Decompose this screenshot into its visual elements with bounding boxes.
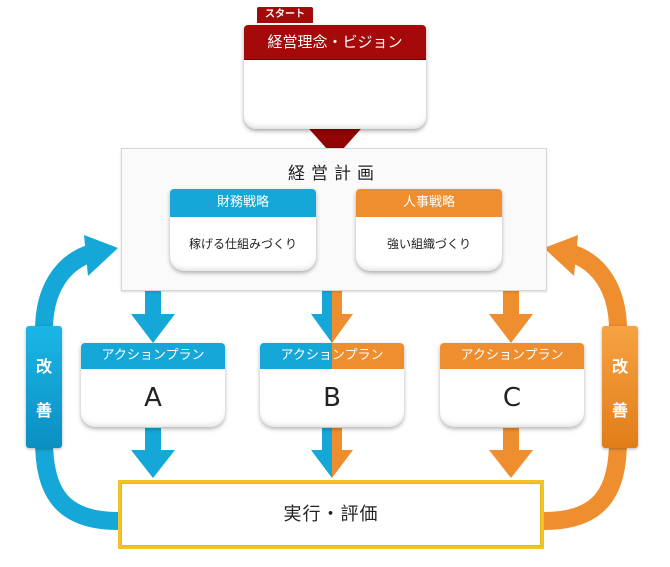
- hr-strategy-title: 人事戦略: [356, 189, 502, 217]
- business-plan-panel: 経営計画 財務戦略 稼げる仕組みづくり 人事戦略 強い組織づくり: [121, 148, 547, 291]
- hr-strategy-text: 強い組織づくり: [386, 237, 471, 251]
- action-plan-c-letter: C: [502, 383, 522, 413]
- start-card: 経営理念・ビジョン: [244, 25, 426, 129]
- plan-to-b-arrow-orange: [332, 291, 353, 343]
- plan-to-a-arrow: [131, 291, 175, 343]
- improve-tag-right: 改 善: [602, 326, 638, 448]
- action-plan-c-card: アクションプラン C: [440, 343, 584, 427]
- improve-right-char-1: 改: [611, 357, 628, 376]
- improve-tag-left: 改 善: [26, 326, 62, 448]
- finance-strategy-text: 稼げる仕組みづくり: [188, 237, 297, 251]
- b-to-execute-arrow-blue: [311, 428, 332, 478]
- action-plan-b-card: アクションプラン B: [260, 343, 404, 427]
- improve-loop-left-arrowhead: [84, 235, 118, 276]
- action-plan-a-letter: A: [144, 383, 162, 413]
- action-plan-c-header: アクションプラン: [440, 343, 584, 369]
- finance-strategy-card: 財務戦略 稼げる仕組みづくり: [170, 189, 316, 271]
- execute-evaluate-box: 実行・評価: [118, 480, 544, 549]
- finance-strategy-title: 財務戦略: [170, 189, 316, 217]
- action-plan-b-letter: B: [323, 383, 341, 413]
- business-plan-title: 経営計画: [288, 164, 380, 184]
- start-tag: スタート: [257, 7, 313, 23]
- plan-to-c-arrow: [489, 291, 533, 343]
- plan-to-b-arrow-blue: [311, 291, 332, 343]
- start-title: 経営理念・ビジョン: [244, 25, 426, 60]
- action-plan-a-card: アクションプラン A: [81, 343, 225, 427]
- a-to-execute-arrow: [131, 428, 175, 478]
- improve-left-char-1: 改: [35, 357, 52, 376]
- c-to-execute-arrow: [489, 428, 533, 478]
- improve-right-char-2: 善: [611, 401, 628, 420]
- improve-loop-right-arrowhead: [544, 235, 578, 276]
- hr-strategy-card: 人事戦略 強い組織づくり: [356, 189, 502, 271]
- action-plan-b-header: アクションプラン: [260, 343, 404, 369]
- action-plan-a-header: アクションプラン: [81, 343, 225, 369]
- b-to-execute-arrow-orange: [332, 428, 353, 478]
- improve-left-char-2: 善: [35, 401, 52, 420]
